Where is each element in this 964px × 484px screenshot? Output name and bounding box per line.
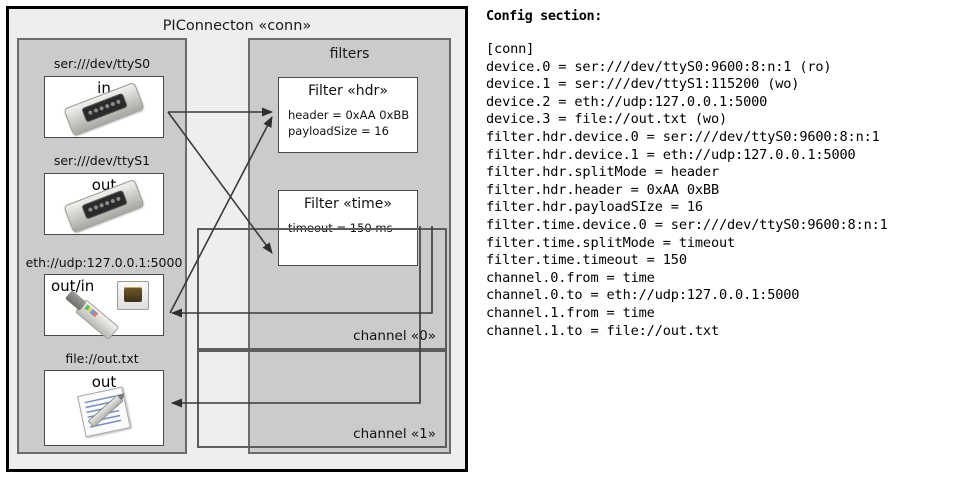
config-section: Config section: [conn]device.0 = ser:///… [484, 0, 964, 484]
device-label-ttyS1: ser:///dev/ttyS1 [53, 153, 151, 168]
config-line: filter.hdr.device.0 = ser:///dev/ttyS0:9… [486, 128, 880, 145]
config-lines: [conn]device.0 = ser:///dev/ttyS0:9600:8… [486, 41, 888, 340]
config-heading: Config section: [486, 8, 602, 24]
config-line: device.1 = ser:///dev/ttyS1:115200 (wo) [486, 76, 800, 93]
config-line: [conn] [486, 41, 535, 57]
channel-1-label: channel «1» [353, 426, 436, 442]
device-label-file: file://out.txt [65, 351, 139, 366]
device-label-ttyS0: ser:///dev/ttyS0 [53, 56, 151, 71]
filter-hdr-prop-payloadsize: payloadSize = 16 [288, 124, 389, 138]
ethernet-jack-icon [117, 281, 149, 310]
channel-0-label: channel «0» [353, 328, 436, 344]
device-direction-eth: out/in [51, 277, 95, 295]
diagram-title: PIConnecton «conn» [162, 18, 312, 34]
config-line: filter.hdr.device.1 = eth://udp:127.0.0.… [486, 146, 856, 163]
config-line: filter.hdr.splitMode = header [486, 164, 719, 181]
device-direction-file: out [91, 373, 117, 391]
device-card-ttyS1[interactable]: out [44, 173, 164, 235]
filter-time-title: Filter «time» [304, 196, 392, 212]
config-line: channel.1.to = file://out.txt [486, 322, 719, 339]
filters-panel-title: filters [329, 46, 370, 62]
filter-hdr-properties: header = 0xAA 0xBB payloadSize = 16 [288, 107, 409, 139]
device-card-eth[interactable]: out/in [44, 274, 164, 341]
config-line: filter.time.splitMode = timeout [486, 234, 736, 251]
config-line: device.2 = eth://udp:127.0.0.1:5000 [486, 93, 768, 110]
config-line: channel.0.to = eth://udp:127.0.0.1:5000 [486, 287, 800, 304]
device-card-ttyS0[interactable]: in [44, 76, 164, 138]
config-line: channel.0.from = time [486, 269, 655, 286]
config-line: device.3 = file://out.txt (wo) [486, 111, 728, 128]
config-line: filter.hdr.payloadSIze = 16 [486, 199, 703, 216]
filter-hdr-prop-header: header = 0xAA 0xBB [288, 108, 410, 122]
device-card-file[interactable]: out [44, 370, 164, 446]
filters-panel: filters Filter «hdr» header = 0xAA 0xBB … [197, 38, 451, 454]
devices-panel: ser:///dev/ttyS0 in ser:///dev/ttyS1 out… [17, 38, 187, 454]
config-line: filter.time.timeout = 150 [486, 252, 687, 269]
config-line: device.0 = ser:///dev/ttyS0:9600:8:n:1 (… [486, 58, 832, 75]
device-label-eth: eth://udp:127.0.0.1:5000 [25, 255, 183, 270]
config-line: filter.hdr.header = 0xAA 0xBB [486, 181, 719, 198]
channel-box-1: channel «1» [197, 350, 447, 448]
config-line: channel.1.from = time [486, 304, 655, 321]
channel-box-0: channel «0» [197, 228, 447, 350]
ethernet-plug-icon [74, 298, 120, 341]
connection-diagram: PIConnecton «conn» ser:///dev/ttyS0 in s… [0, 0, 478, 484]
filter-hdr-title: Filter «hdr» [308, 83, 388, 99]
filter-card-hdr[interactable]: Filter «hdr» header = 0xAA 0xBB payloadS… [278, 77, 418, 153]
config-line: filter.time.device.0 = ser:///dev/ttyS0:… [486, 216, 888, 233]
